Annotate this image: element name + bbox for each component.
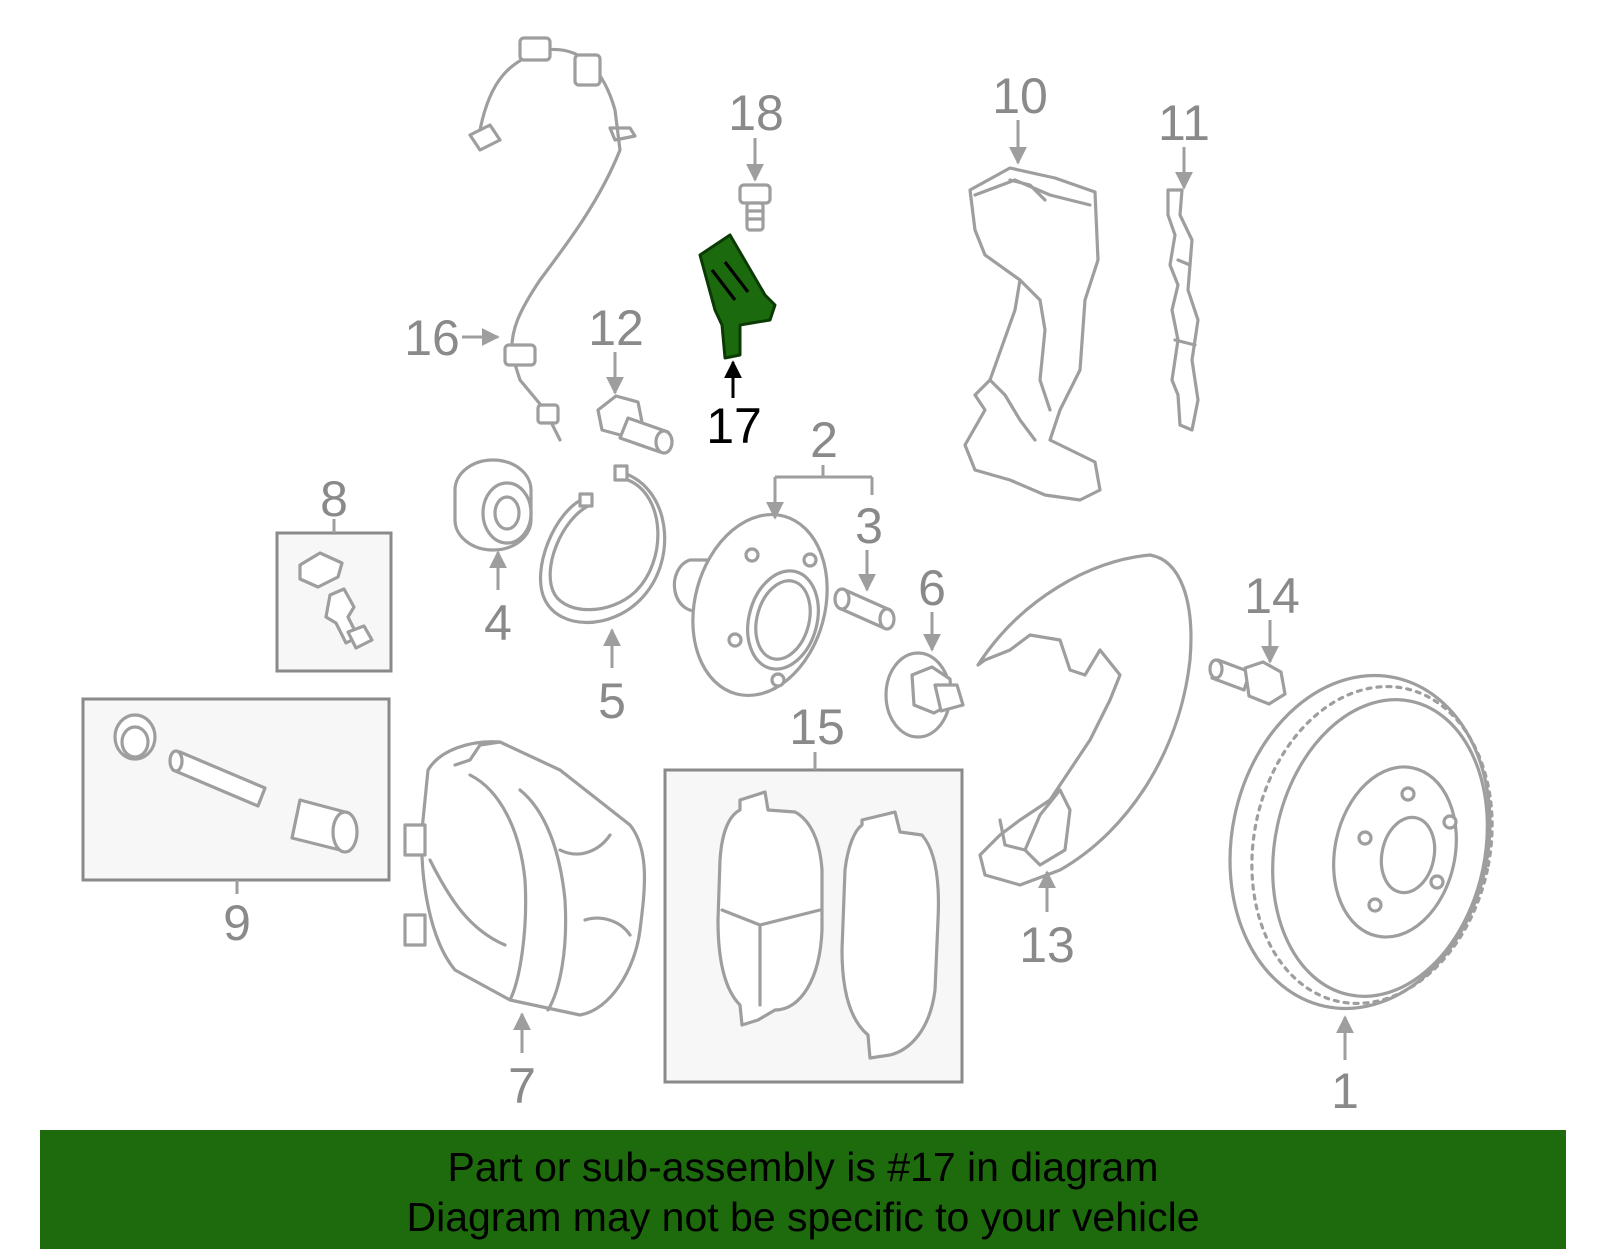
callout-8: 8 — [320, 471, 348, 527]
callout-13: 13 — [1019, 917, 1075, 973]
callout-10: 10 — [992, 68, 1048, 124]
part-10-caliper-bracket[interactable] — [963, 166, 1102, 502]
part-16-brake-hose[interactable] — [468, 36, 637, 442]
part-17-abs-sensor-highlighted[interactable] — [698, 233, 777, 360]
callout-16: 16 — [404, 310, 460, 366]
banner-line-2: Diagram may not be specific to your vehi… — [406, 1194, 1200, 1240]
part-1-brake-rotor[interactable] — [1200, 651, 1521, 1033]
part-4-wheel-bearing[interactable] — [453, 458, 533, 552]
brake-assembly-diagram: 16 18 17 12 4 5 — [81, 36, 1521, 1119]
callout-15: 15 — [789, 699, 845, 755]
part-6-hub-nut[interactable] — [884, 651, 965, 739]
callout-12: 12 — [588, 300, 644, 356]
callout-2: 2 — [810, 412, 838, 468]
part-13-splash-shield[interactable] — [976, 553, 1193, 887]
callout-7: 7 — [508, 1058, 536, 1114]
callout-3: 3 — [855, 498, 883, 554]
part-12-bolt[interactable] — [596, 394, 674, 455]
callout-6: 6 — [918, 560, 946, 616]
callout-1: 1 — [1331, 1063, 1359, 1119]
callout-11: 11 — [1158, 95, 1210, 151]
part-8-bleeder-screw[interactable] — [298, 551, 374, 650]
banner-line-1: Part or sub-assembly is #17 in diagram — [447, 1144, 1159, 1190]
info-banner: Part or sub-assembly is #17 in diagram D… — [40, 1130, 1566, 1249]
part-3-wheel-stud[interactable] — [833, 587, 896, 631]
part-15-brake-pads[interactable] — [716, 790, 940, 1060]
callout-5: 5 — [598, 673, 626, 729]
callout-14: 14 — [1244, 568, 1300, 624]
callout-4: 4 — [484, 595, 512, 651]
callout-9: 9 — [223, 895, 251, 951]
part-14-bolt[interactable] — [1208, 658, 1287, 706]
part-9-guide-pin-kit[interactable] — [113, 713, 359, 854]
part-11-anti-rattle-clip[interactable] — [1166, 188, 1200, 432]
part-7-brake-caliper[interactable] — [403, 740, 647, 1017]
callout-17: 17 — [706, 398, 762, 454]
part-5-snap-ring[interactable] — [539, 464, 667, 625]
callout-18: 18 — [728, 85, 784, 141]
part-18-bolt[interactable] — [738, 183, 772, 232]
part-2-wheel-hub[interactable] — [672, 499, 846, 710]
